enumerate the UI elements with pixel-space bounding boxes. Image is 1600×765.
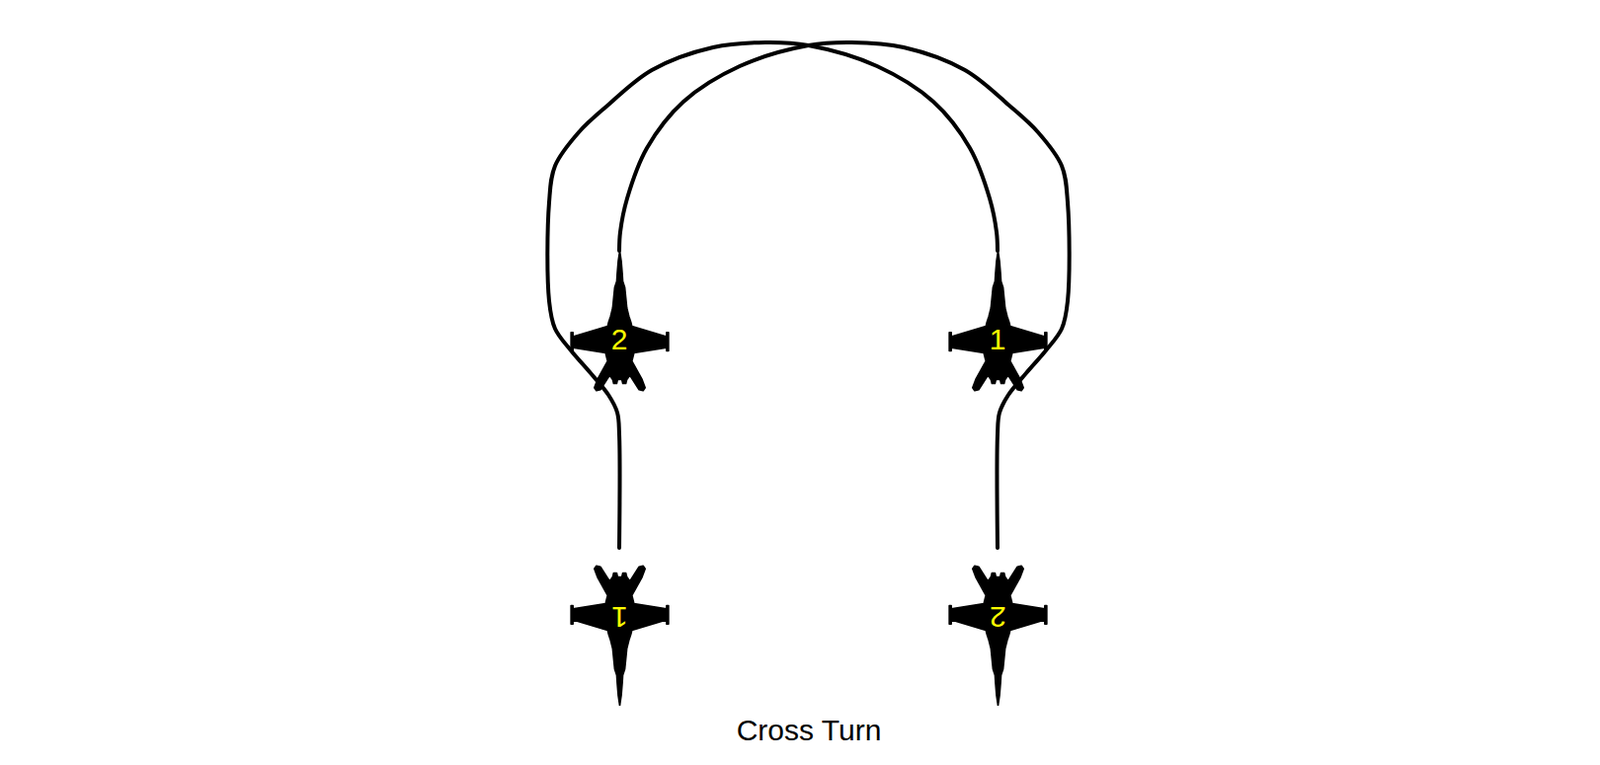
aircraft-number: 2 [945, 599, 1051, 636]
jet-body [949, 565, 1047, 707]
flight-path [619, 42, 1070, 549]
aircraft-number: 1 [566, 599, 673, 636]
aircraft-number: 2 [566, 321, 673, 358]
aircraft-number: 1 [945, 321, 1051, 358]
jet-aircraft: 2 [566, 250, 673, 397]
jet-body [570, 565, 669, 707]
jet-aircraft: 1 [566, 560, 673, 707]
jet-aircraft: 2 [945, 560, 1051, 707]
jet-body [949, 250, 1047, 392]
caption: Cross Turn [736, 714, 882, 748]
flight-path [547, 42, 998, 549]
jet-body [570, 250, 669, 392]
jet-aircraft: 1 [945, 250, 1051, 397]
